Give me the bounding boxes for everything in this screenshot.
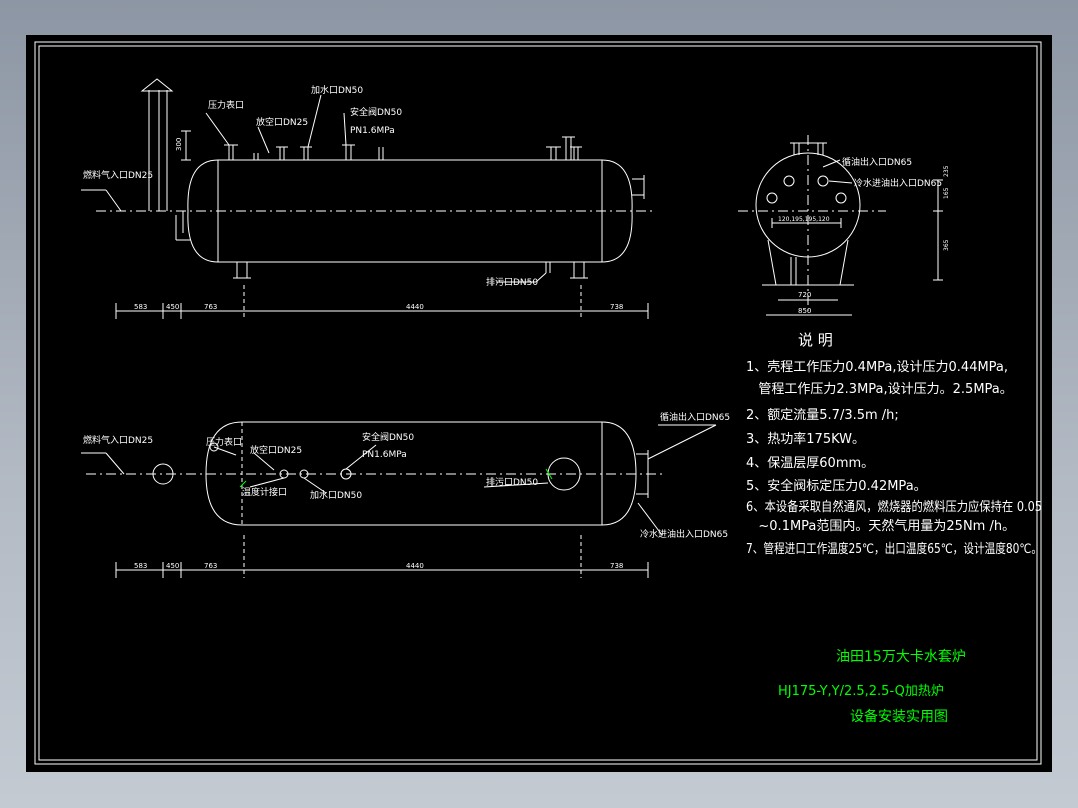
top-dim-1: 583	[134, 562, 147, 570]
end-dim-720: 720	[798, 291, 811, 299]
side-drain-port-label: 排污口DN50	[486, 276, 538, 288]
end-dim-c: 365	[943, 239, 950, 251]
top-dim-5: 738	[610, 562, 623, 570]
top-safety-valve-label: 安全阀DN50	[362, 431, 414, 443]
top-dim-2: 450	[166, 562, 179, 570]
end-view	[738, 135, 943, 316]
side-dim-2: 450	[166, 303, 179, 311]
top-fuel-gas-inlet-label: 燃料气入口DN25	[83, 434, 153, 446]
side-safety-valve-pressure: PN1.6MPa	[350, 126, 395, 136]
top-safety-valve-pressure: PN1.6MPa	[362, 450, 407, 460]
note-line-5: 4、保温层厚60mm。	[746, 456, 874, 471]
border-outer	[34, 41, 1042, 765]
drawing-frame: 压力表口 放空口DN25 加水口DN50 安全阀DN50 PN1.6MPa 燃料…	[26, 35, 1052, 772]
note-line-9: 7、管程进口工作温度25℃，出口温度65℃，设计温度80℃。	[746, 541, 1042, 557]
note-line-6: 5、安全阀标定压力0.42MPa。	[746, 478, 927, 494]
side-dim-4: 4440	[406, 303, 424, 311]
end-dim-bolts: 120,195,195,120	[778, 216, 830, 223]
side-vent-port-label: 放空口DN25	[256, 116, 308, 128]
top-dim-4: 4440	[406, 562, 424, 570]
side-dim-3: 763	[204, 303, 217, 311]
top-cold-water-label: 冷水进油出入口DN65	[640, 528, 728, 540]
top-thermometer-label: 温度计接口	[242, 486, 287, 498]
side-fill-port-label: 加水口DN50	[311, 84, 363, 96]
end-dim-b: 235	[943, 165, 950, 177]
side-view-vessel	[81, 78, 656, 319]
title-line-3: 设备安装实用图	[850, 708, 948, 725]
end-heated-water-label: 冷水进油出入口DN65	[854, 177, 942, 189]
border-inner	[38, 45, 1038, 761]
side-safety-valve-label: 安全阀DN50	[350, 106, 402, 118]
note-line-8: ~0.1MPa范围内。天然气用量为25Nm /h。	[746, 518, 1015, 534]
top-dim-3: 763	[204, 562, 217, 570]
note-line-2: 管程工作压力2.3MPa,设计压力。2.5MPa。	[746, 382, 1013, 397]
end-heating-outlet-label: 循油出入口DN65	[842, 156, 912, 168]
side-dim-5: 738	[610, 303, 623, 311]
top-vent-port-label: 放空口DN25	[250, 444, 302, 456]
cad-drawing: 压力表口 放空口DN25 加水口DN50 安全阀DN50 PN1.6MPa 燃料…	[34, 41, 1042, 765]
side-dim-1: 583	[134, 303, 147, 311]
note-line-4: 3、热功率175KW。	[746, 431, 865, 447]
side-dim-vertical: 300	[175, 138, 183, 151]
notes-title: 说 明	[798, 331, 833, 349]
side-fuel-gas-inlet-label: 燃料气入口DN25	[83, 169, 153, 181]
title-line-2: HJ175-Y,Y/2.5,2.5-Q加热炉	[778, 684, 944, 699]
end-dim-850: 850	[798, 307, 811, 315]
top-drain-port-label: 排污口DN50	[486, 476, 538, 488]
side-pressure-port-label: 压力表口	[208, 99, 244, 111]
note-line-7: 6、本设备采取自然通风，燃烧器的燃料压力应保持在 0.05	[746, 499, 1042, 515]
note-line-3: 2、额定流量5.7/3.5m /h;	[746, 408, 899, 423]
top-heating-outlet-label: 循油出入口DN65	[660, 411, 730, 423]
top-view-vessel	[81, 421, 717, 578]
end-dim-a: 165	[943, 187, 950, 199]
top-pressure-port-label: 压力表口	[206, 436, 242, 448]
top-fill-port-label: 加水口DN50	[310, 489, 362, 501]
title-line-1: 油田15万大卡水套炉	[836, 649, 966, 665]
note-line-1: 1、壳程工作压力0.4MPa,设计压力0.44MPa,	[746, 360, 1008, 375]
accent-marks	[239, 468, 553, 488]
